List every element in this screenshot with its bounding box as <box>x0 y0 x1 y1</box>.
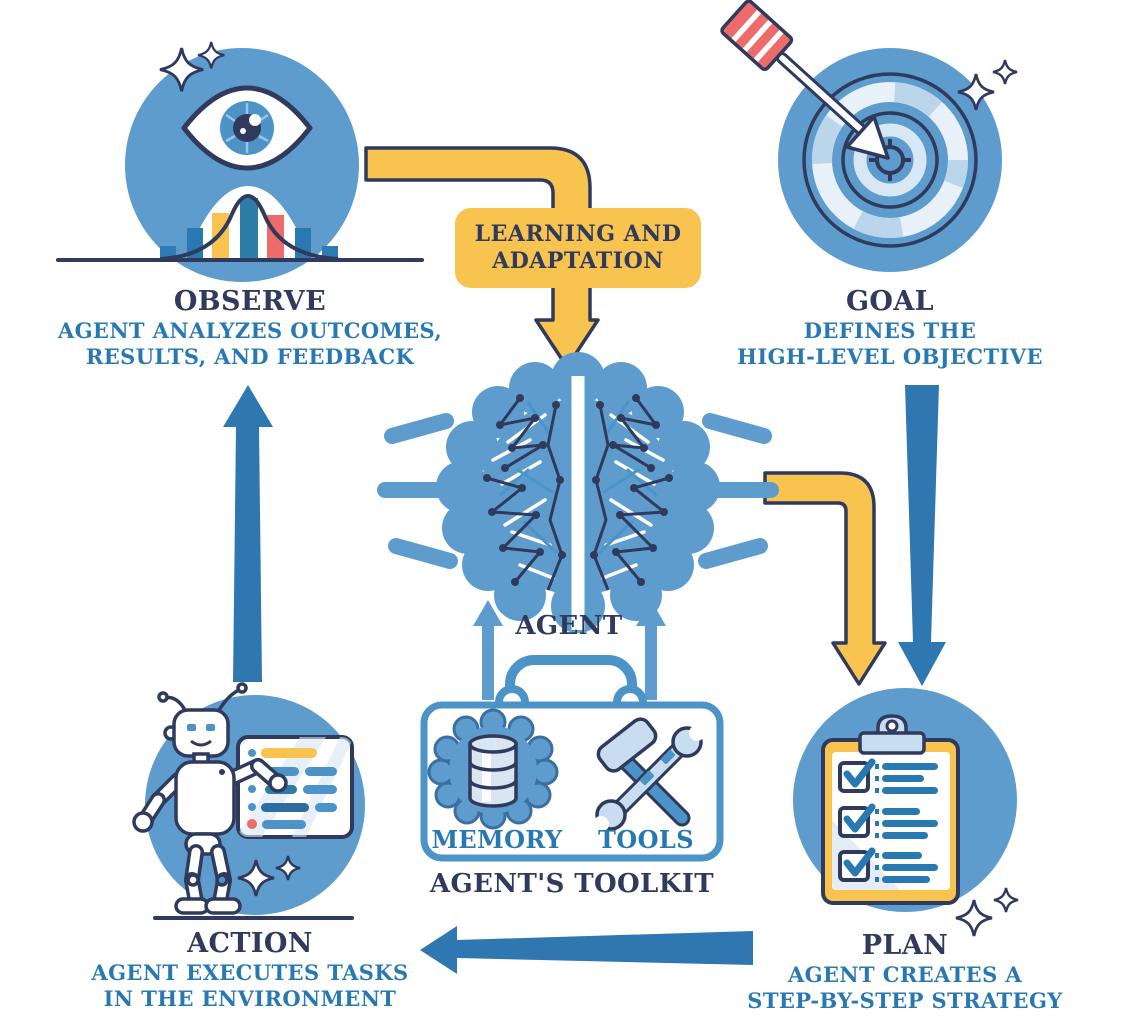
arrow-goal-to-plan <box>898 385 946 686</box>
eye-icon <box>181 85 313 171</box>
arrow-action-to-observe <box>223 385 273 682</box>
action-desc-line1: AGENT EXECUTES TASKS <box>91 960 409 985</box>
robot-icon <box>132 682 288 915</box>
action-desc-line2: IN THE ENVIRONMENT <box>103 986 397 1011</box>
tools-icon <box>593 717 705 832</box>
goal-desc-line2: HIGH-LEVEL OBJECTIVE <box>737 344 1043 369</box>
checklist-row <box>838 758 938 794</box>
agent-brain-icon <box>377 352 779 633</box>
observe-desc-line1: AGENT ANALYZES OUTCOMES, <box>57 318 443 343</box>
arrow-plan-to-action <box>420 926 753 974</box>
observe-desc-line2: RESULTS, AND FEEDBACK <box>85 344 415 369</box>
crosshair-icon <box>869 139 911 181</box>
plan-icon <box>793 688 1020 938</box>
task-panel-icon <box>236 735 354 839</box>
memory-label: MEMORY <box>431 825 563 854</box>
radiating-dashes <box>377 413 779 569</box>
action-title: ACTION <box>187 928 313 959</box>
goal-title: GOAL <box>845 286 935 317</box>
target-icon <box>778 48 1002 272</box>
plan-title: PLAN <box>861 930 949 961</box>
neural-network-left <box>483 394 566 591</box>
goal-icon <box>720 0 1019 272</box>
checklist-row <box>838 803 938 839</box>
arrow-toolkit-to-agent-right <box>636 600 666 700</box>
plan-desc-line2: STEP-BY-STEP STRATEGY <box>747 988 1063 1013</box>
clipboard-icon <box>821 714 960 905</box>
neural-network-right <box>590 394 673 591</box>
agent-label: AGENT <box>515 611 623 641</box>
observe-title: OBSERVE <box>173 286 327 317</box>
learning-line1: LEARNING AND <box>474 221 682 247</box>
arrow-agent-to-plan <box>763 471 887 686</box>
checklist-row <box>838 847 938 883</box>
toolkit-title: AGENT'S TOOLKIT <box>429 869 715 899</box>
bell-curve-histogram-icon <box>56 186 424 262</box>
arrow-toolkit-to-agent-left <box>473 600 503 700</box>
observe-icon <box>56 40 424 282</box>
goal-desc-line1: DEFINES THE <box>803 318 977 343</box>
wrench-icon <box>593 725 705 832</box>
checklist <box>838 758 938 883</box>
learning-adaptation-box: LEARNING AND ADAPTATION <box>455 208 701 288</box>
toolkit-icon <box>420 655 724 862</box>
action-icon <box>132 682 365 920</box>
memory-icon <box>427 708 559 830</box>
tools-label: TOOLS <box>598 825 694 854</box>
learning-line2: ADAPTATION <box>492 248 664 274</box>
plan-desc-line1: AGENT CREATES A <box>787 962 1023 987</box>
dart-arrow-icon <box>720 0 890 160</box>
database-icon <box>468 734 518 808</box>
